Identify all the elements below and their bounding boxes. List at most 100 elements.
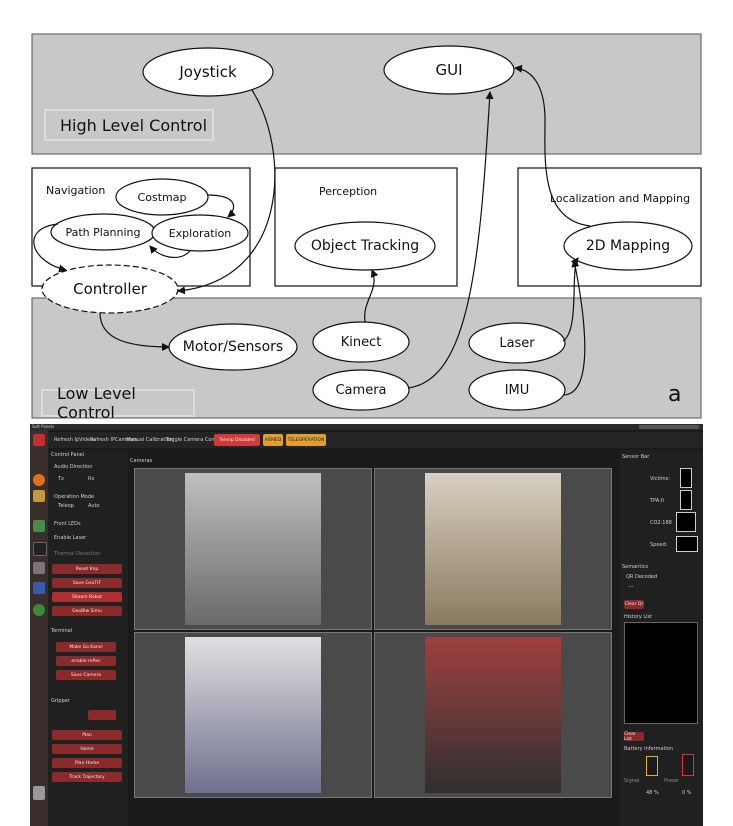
- mapping-node-shape: [563, 221, 693, 271]
- gripper-button-3[interactable]: Plan Home: [52, 758, 122, 768]
- camera-feed-1: [185, 473, 321, 625]
- signal-percent: 48 %: [646, 790, 659, 796]
- gripper-title: Gripper: [51, 698, 70, 704]
- clear-list-button[interactable]: Clear List: [624, 732, 644, 742]
- gripper-button-1[interactable]: Plan: [52, 730, 122, 740]
- thermal-detection-checkbox[interactable]: Thermal Detection: [54, 551, 101, 557]
- toggle-camera-controls-button[interactable]: Toggle Camera Controls: [166, 437, 226, 443]
- launcher-icon-app[interactable]: [33, 604, 45, 616]
- audio-direction-label: Audio Direction: [54, 464, 93, 470]
- panel-letter: a: [668, 382, 682, 407]
- control-button-4[interactable]: GeoBlw Simu: [52, 606, 122, 616]
- perception-label: Perception: [319, 185, 378, 198]
- tpa-label: TPA:0: [650, 498, 664, 504]
- camera-feed-3: [185, 637, 321, 793]
- launcher-icon-files[interactable]: [33, 490, 45, 502]
- arrow-exploration-pathplanning: [149, 245, 191, 259]
- manual-calibration-button[interactable]: Manual Calibration: [126, 437, 173, 443]
- auto-radio[interactable]: Auto: [88, 503, 100, 509]
- gui-node-shape: [383, 45, 515, 95]
- arrow-imu-mapping: [562, 259, 586, 396]
- launcher-icon-settings[interactable]: [33, 562, 45, 574]
- terminal-button-1[interactable]: Make Go Kanvl: [56, 642, 116, 652]
- power-percent: 0 %: [682, 790, 692, 796]
- qr-decoded-label: QR Decoded: [626, 574, 658, 580]
- architecture-diagram: High Level Control Low Level Control Nav…: [31, 33, 702, 422]
- object-tracking-node: Object Tracking: [310, 238, 420, 254]
- semantics-label: Semantics: [622, 564, 649, 570]
- navigation-label: Navigation: [46, 184, 106, 197]
- launcher-icon-browser[interactable]: [33, 474, 45, 486]
- enable-laser-checkbox[interactable]: Enable Laser: [54, 535, 87, 541]
- control-button-2[interactable]: Save GeoTIF: [52, 578, 122, 588]
- joystick-node-shape: [142, 47, 274, 97]
- camera-view-4[interactable]: [374, 632, 612, 798]
- launcher-icon-doc[interactable]: [33, 520, 45, 532]
- armed-badge[interactable]: ARMED: [263, 434, 283, 446]
- laser-node: Laser: [499, 335, 535, 351]
- high-level-label: High Level Control: [44, 109, 214, 141]
- tray-icons: [639, 425, 699, 429]
- camera-view-1[interactable]: [134, 468, 372, 630]
- history-list[interactable]: [624, 622, 698, 724]
- sensor-bar-title: Sensor Bar: [622, 454, 650, 460]
- front-leds-checkbox[interactable]: Front LEDs: [54, 521, 81, 527]
- teleop-disabled-badge[interactable]: Teleop Disabled: [214, 434, 260, 446]
- control-button-1[interactable]: Reset Imp: [52, 564, 122, 574]
- low-level-label: Low Level Control: [41, 384, 195, 422]
- imu-node: IMU: [504, 382, 530, 398]
- tpa-indicator: [680, 490, 692, 510]
- arrow-costmap-exploration: [206, 194, 236, 218]
- launcher-icon-grid[interactable]: [33, 582, 45, 594]
- kinect-node-shape: [312, 321, 410, 363]
- controller-node: Controller: [73, 280, 147, 298]
- arrow-camera-gui: [407, 91, 494, 389]
- power-label: Power: [664, 778, 680, 784]
- mapping-node: 2D Mapping: [585, 238, 671, 254]
- camera-view-2[interactable]: [374, 468, 612, 630]
- robot-gui-screenshot: Soft Panels Refresh IpVideos Refresh IPC…: [30, 424, 703, 826]
- arrow-kinect-tracking: [364, 269, 379, 323]
- rx-radio[interactable]: Rx: [88, 476, 95, 482]
- battery-info-label: Battery Information: [624, 746, 674, 752]
- gripper-button-2[interactable]: Home: [52, 744, 122, 754]
- imu-node-shape: [468, 369, 566, 411]
- arrow-pathplanning-controller: [33, 223, 67, 273]
- gui-toolbar: Refresh IpVideos Refresh IPCameras Manua…: [48, 432, 703, 448]
- trash-icon[interactable]: [33, 786, 45, 800]
- diagram-canvas: [31, 33, 702, 419]
- control-button-3[interactable]: Shoam Robot: [52, 592, 122, 602]
- refresh-ip-videos-button[interactable]: Refresh IpVideos: [54, 437, 96, 443]
- gripper-step-button[interactable]: [88, 710, 116, 720]
- costmap-node: Costmap: [137, 190, 187, 204]
- kinect-node: Kinect: [340, 334, 382, 350]
- localization-label: Localization and Mapping: [550, 192, 691, 205]
- motor-sensors-node: Motor/Sensors: [182, 339, 284, 355]
- clear-qr-button[interactable]: Clear Qr: [624, 600, 644, 609]
- qr-value: ---: [628, 584, 634, 590]
- launcher-icon-terminal[interactable]: [33, 542, 47, 556]
- operation-mode-label: Operation Mode: [54, 494, 95, 500]
- arrow-joystick-controller: [177, 89, 276, 295]
- camera-view-3[interactable]: [134, 632, 372, 798]
- co2-label: CO2:188: [650, 520, 672, 526]
- speed-indicator: [676, 536, 698, 552]
- launcher-icon-home[interactable]: [33, 434, 45, 446]
- terminal-button-2[interactable]: enable reflec: [56, 656, 116, 666]
- arrow-mapping-gui: [514, 64, 591, 227]
- joystick-node: Joystick: [179, 63, 237, 81]
- teleop-radio[interactable]: Teleop: [58, 503, 74, 509]
- gui-node: GUI: [435, 61, 463, 79]
- terminal-button-3[interactable]: Save Camera: [56, 670, 116, 680]
- sensor-panel: Sensor Bar Victims: TPA:0 CO2:188 Speed:…: [620, 450, 703, 826]
- victims-indicator: [680, 468, 692, 488]
- gripper-button-4[interactable]: Track Trajectory: [52, 772, 122, 782]
- teleoperation-badge[interactable]: TELEOPERATION: [286, 434, 326, 446]
- exploration-node: Exploration: [168, 226, 232, 240]
- arrow-controller-motors: [99, 312, 170, 351]
- refresh-ip-cameras-button[interactable]: Refresh IPCameras: [90, 437, 138, 443]
- camera-node-shape: [312, 369, 410, 411]
- tx-radio[interactable]: Tx: [58, 476, 65, 482]
- terminal-title: Terminal: [51, 628, 73, 634]
- camera-feed-2: [425, 473, 561, 625]
